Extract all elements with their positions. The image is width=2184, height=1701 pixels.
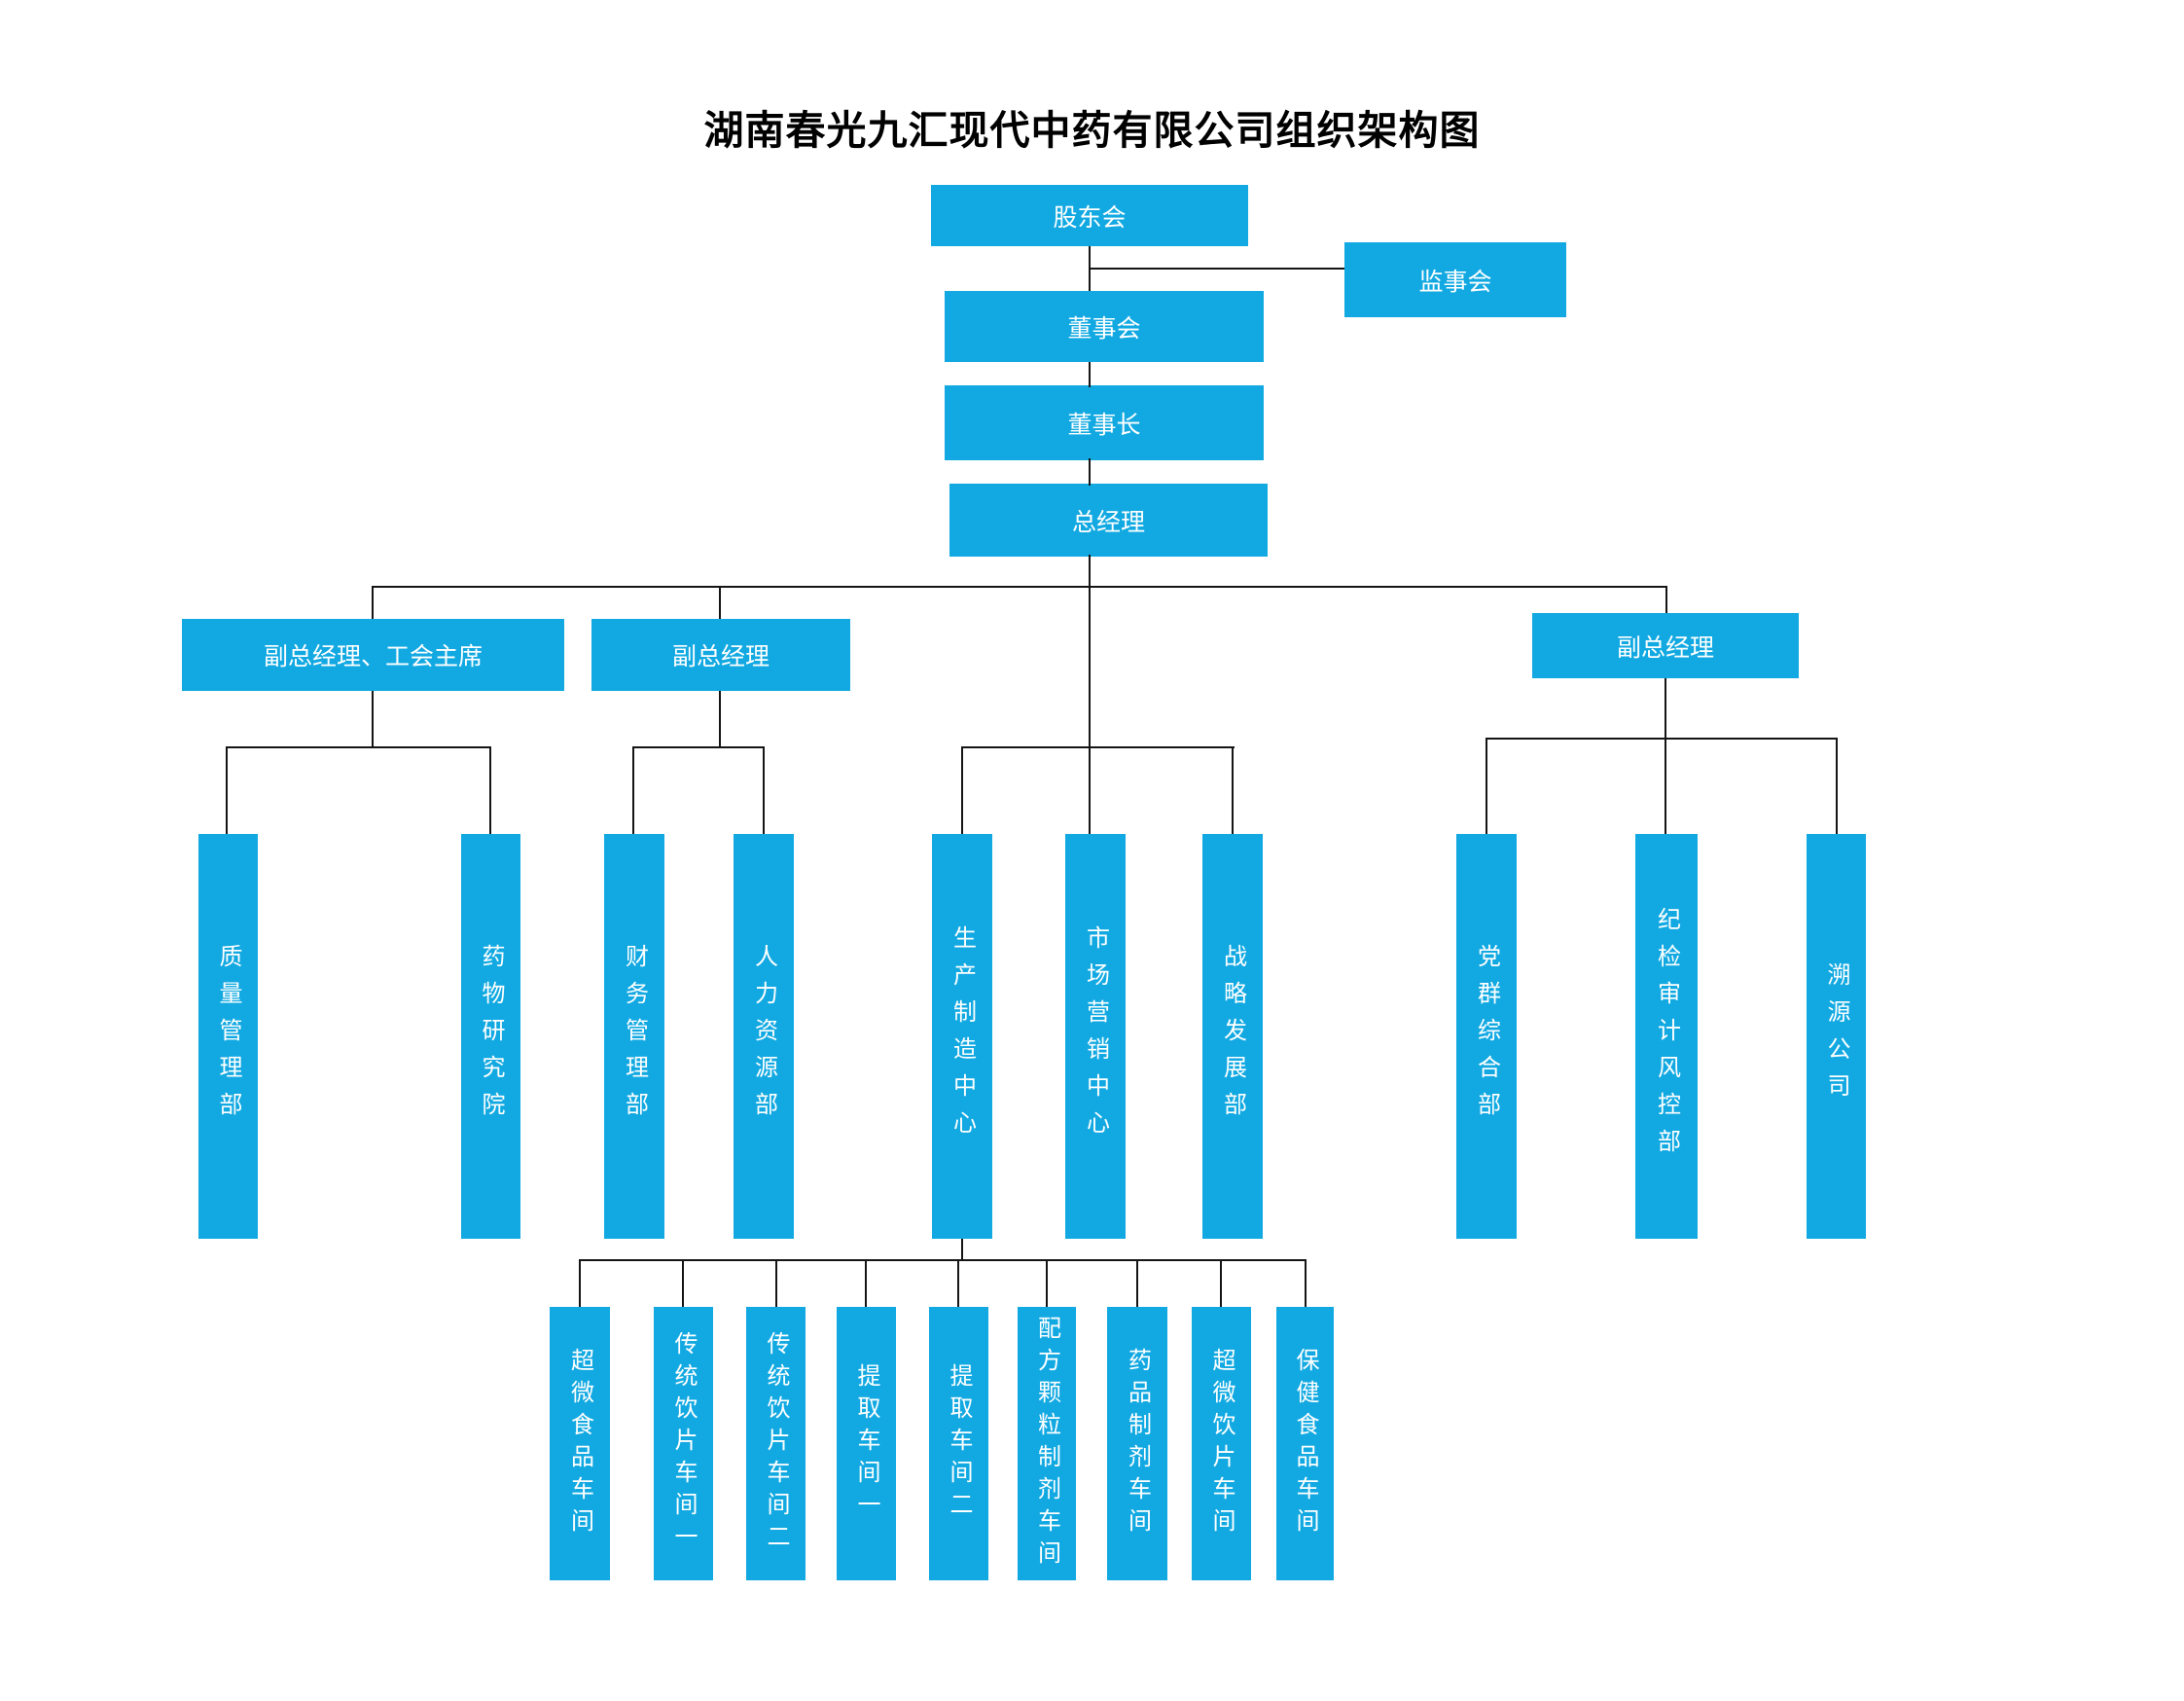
node-dept-production-center: 生产制造中心: [932, 834, 992, 1239]
node-vp-oversight: 副总经理: [1532, 613, 1799, 678]
connector-drop-vp-admin: [719, 586, 721, 619]
connector-drop-quality: [226, 746, 228, 834]
connector-gm-center-spine: [1089, 586, 1091, 747]
node-shareholders: 股东会: [931, 185, 1248, 246]
connector-vp-oversight-down: [1665, 678, 1666, 739]
connector-drop-finance: [632, 746, 634, 834]
connector-drop-ws-2: [682, 1259, 684, 1307]
connector-drop-hr: [763, 746, 765, 834]
connector-rail-vp-union: [227, 746, 491, 748]
node-ws-traditional-pieces-2: 传统饮片车间二: [746, 1307, 806, 1580]
node-ws-traditional-pieces-1: 传统饮片车间一: [654, 1307, 713, 1580]
connector-drop-drug-research: [489, 746, 491, 834]
connector-rail-vp: [373, 586, 1667, 588]
connector-drop-strategy: [1232, 746, 1234, 834]
node-ws-ultrafine-food: 超微食品车间: [550, 1307, 610, 1580]
connector-chairman-gm: [1089, 458, 1091, 486]
node-ws-formula-granule: 配方颗粒制剂车间: [1018, 1307, 1076, 1580]
node-vp-union-chair: 副总经理、工会主席: [182, 619, 564, 691]
connector-drop-vp-union: [372, 586, 374, 619]
node-ws-drug-preparation: 药品制剂车间: [1107, 1307, 1167, 1580]
connector-gm-rail: [1089, 555, 1091, 588]
connector-production-down: [961, 1239, 963, 1260]
node-dept-human-resources: 人力资源部: [734, 834, 794, 1239]
connector-board-chairman: [1089, 362, 1091, 387]
node-board-of-directors: 董事会: [945, 291, 1264, 362]
connector-drop-marketing: [1089, 746, 1091, 834]
connector-drop-audit: [1665, 738, 1666, 834]
node-ws-extraction-2: 提取车间二: [929, 1307, 988, 1580]
connector-supervisory-branch: [1090, 268, 1344, 270]
node-dept-marketing-center: 市场营销中心: [1065, 834, 1126, 1239]
node-dept-quality-management: 质量管理部: [198, 834, 258, 1239]
connector-rail-center-depts: [962, 746, 1235, 748]
connector-rail-vp-oversight: [1486, 738, 1838, 740]
connector-vp-admin-down: [719, 691, 721, 747]
connector-rail-workshops: [580, 1259, 1307, 1261]
node-dept-traceability-company: 溯源公司: [1807, 834, 1866, 1239]
connector-drop-ws-9: [1305, 1259, 1307, 1307]
connector-drop-traceability: [1836, 738, 1838, 834]
node-dept-party-affairs: 党群综合部: [1456, 834, 1517, 1239]
connector-rail-vp-admin: [633, 746, 765, 748]
node-ws-extraction-1: 提取车间一: [837, 1307, 896, 1580]
connector-drop-vp-oversight: [1665, 586, 1667, 613]
node-dept-drug-research-institute: 药物研究院: [461, 834, 520, 1239]
node-supervisory-board: 监事会: [1344, 242, 1566, 317]
node-dept-finance: 财务管理部: [604, 834, 664, 1239]
connector-drop-party: [1486, 738, 1487, 834]
connector-drop-ws-1: [579, 1259, 581, 1307]
node-dept-audit-risk-control: 纪检审计风控部: [1635, 834, 1698, 1239]
node-chairman: 董事长: [945, 385, 1264, 460]
connector-drop-ws-6: [1046, 1259, 1048, 1307]
node-dept-strategy-development: 战略发展部: [1202, 834, 1263, 1239]
chart-title: 湖南春光九汇现代中药有限公司组织架构图: [703, 108, 1481, 153]
connector-vp-union-down: [372, 691, 374, 747]
connector-drop-ws-5: [957, 1259, 959, 1307]
connector-drop-ws-4: [865, 1259, 867, 1307]
node-general-manager: 总经理: [949, 484, 1268, 557]
connector-drop-ws-8: [1220, 1259, 1222, 1307]
node-vp-admin: 副总经理: [591, 619, 850, 691]
node-ws-health-food: 保健食品车间: [1276, 1307, 1334, 1580]
connector-drop-ws-3: [775, 1259, 777, 1307]
node-ws-ultrafine-pieces: 超微饮片车间: [1192, 1307, 1251, 1580]
connector-drop-production: [961, 746, 963, 834]
connector-drop-ws-7: [1136, 1259, 1138, 1307]
